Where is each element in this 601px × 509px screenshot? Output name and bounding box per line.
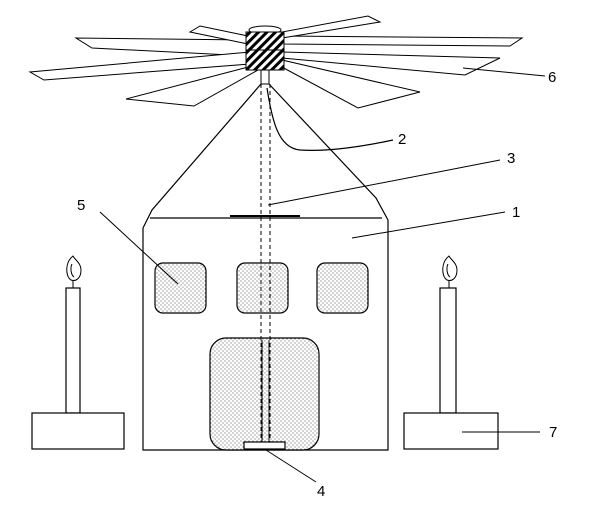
leader-1 [351, 211, 506, 239]
window-left [154, 262, 207, 314]
left-flame [66, 255, 82, 281]
fan-blade [74, 37, 251, 57]
bearing [243, 441, 286, 450]
leader-3 [267, 159, 501, 206]
left-candle-body [65, 287, 81, 414]
window-right [316, 262, 369, 314]
leader-5 [99, 211, 179, 285]
left-candle-stand [31, 412, 125, 450]
label-bearing: 4 [317, 483, 325, 500]
window-middle [236, 262, 289, 314]
leader-6 [462, 67, 546, 77]
label-shaft: 3 [507, 150, 515, 167]
leader-4 [265, 449, 317, 483]
label-fan: 6 [548, 69, 556, 86]
fan-hub [245, 25, 285, 85]
roof-left-edge [142, 83, 262, 229]
left-candle [31, 255, 125, 450]
door [209, 337, 320, 451]
label-wire: 2 [398, 131, 406, 148]
right-candle-stand [403, 412, 499, 450]
central-shaft [243, 84, 286, 450]
fan-blade [281, 15, 382, 39]
fan-blades [28, 15, 524, 109]
right-candle-body [439, 287, 457, 414]
roof-right-edge [268, 83, 389, 221]
callout-labels: 6 2 3 5 1 7 4 [77, 69, 557, 500]
right-candle [403, 255, 499, 450]
leader-lines [99, 67, 546, 483]
label-house: 1 [512, 204, 520, 221]
label-windows: 5 [77, 197, 85, 214]
windows [154, 262, 369, 451]
fan-blade [281, 35, 524, 47]
wire [266, 87, 394, 151]
label-candle-stand: 7 [549, 424, 557, 441]
right-flame [442, 255, 458, 281]
